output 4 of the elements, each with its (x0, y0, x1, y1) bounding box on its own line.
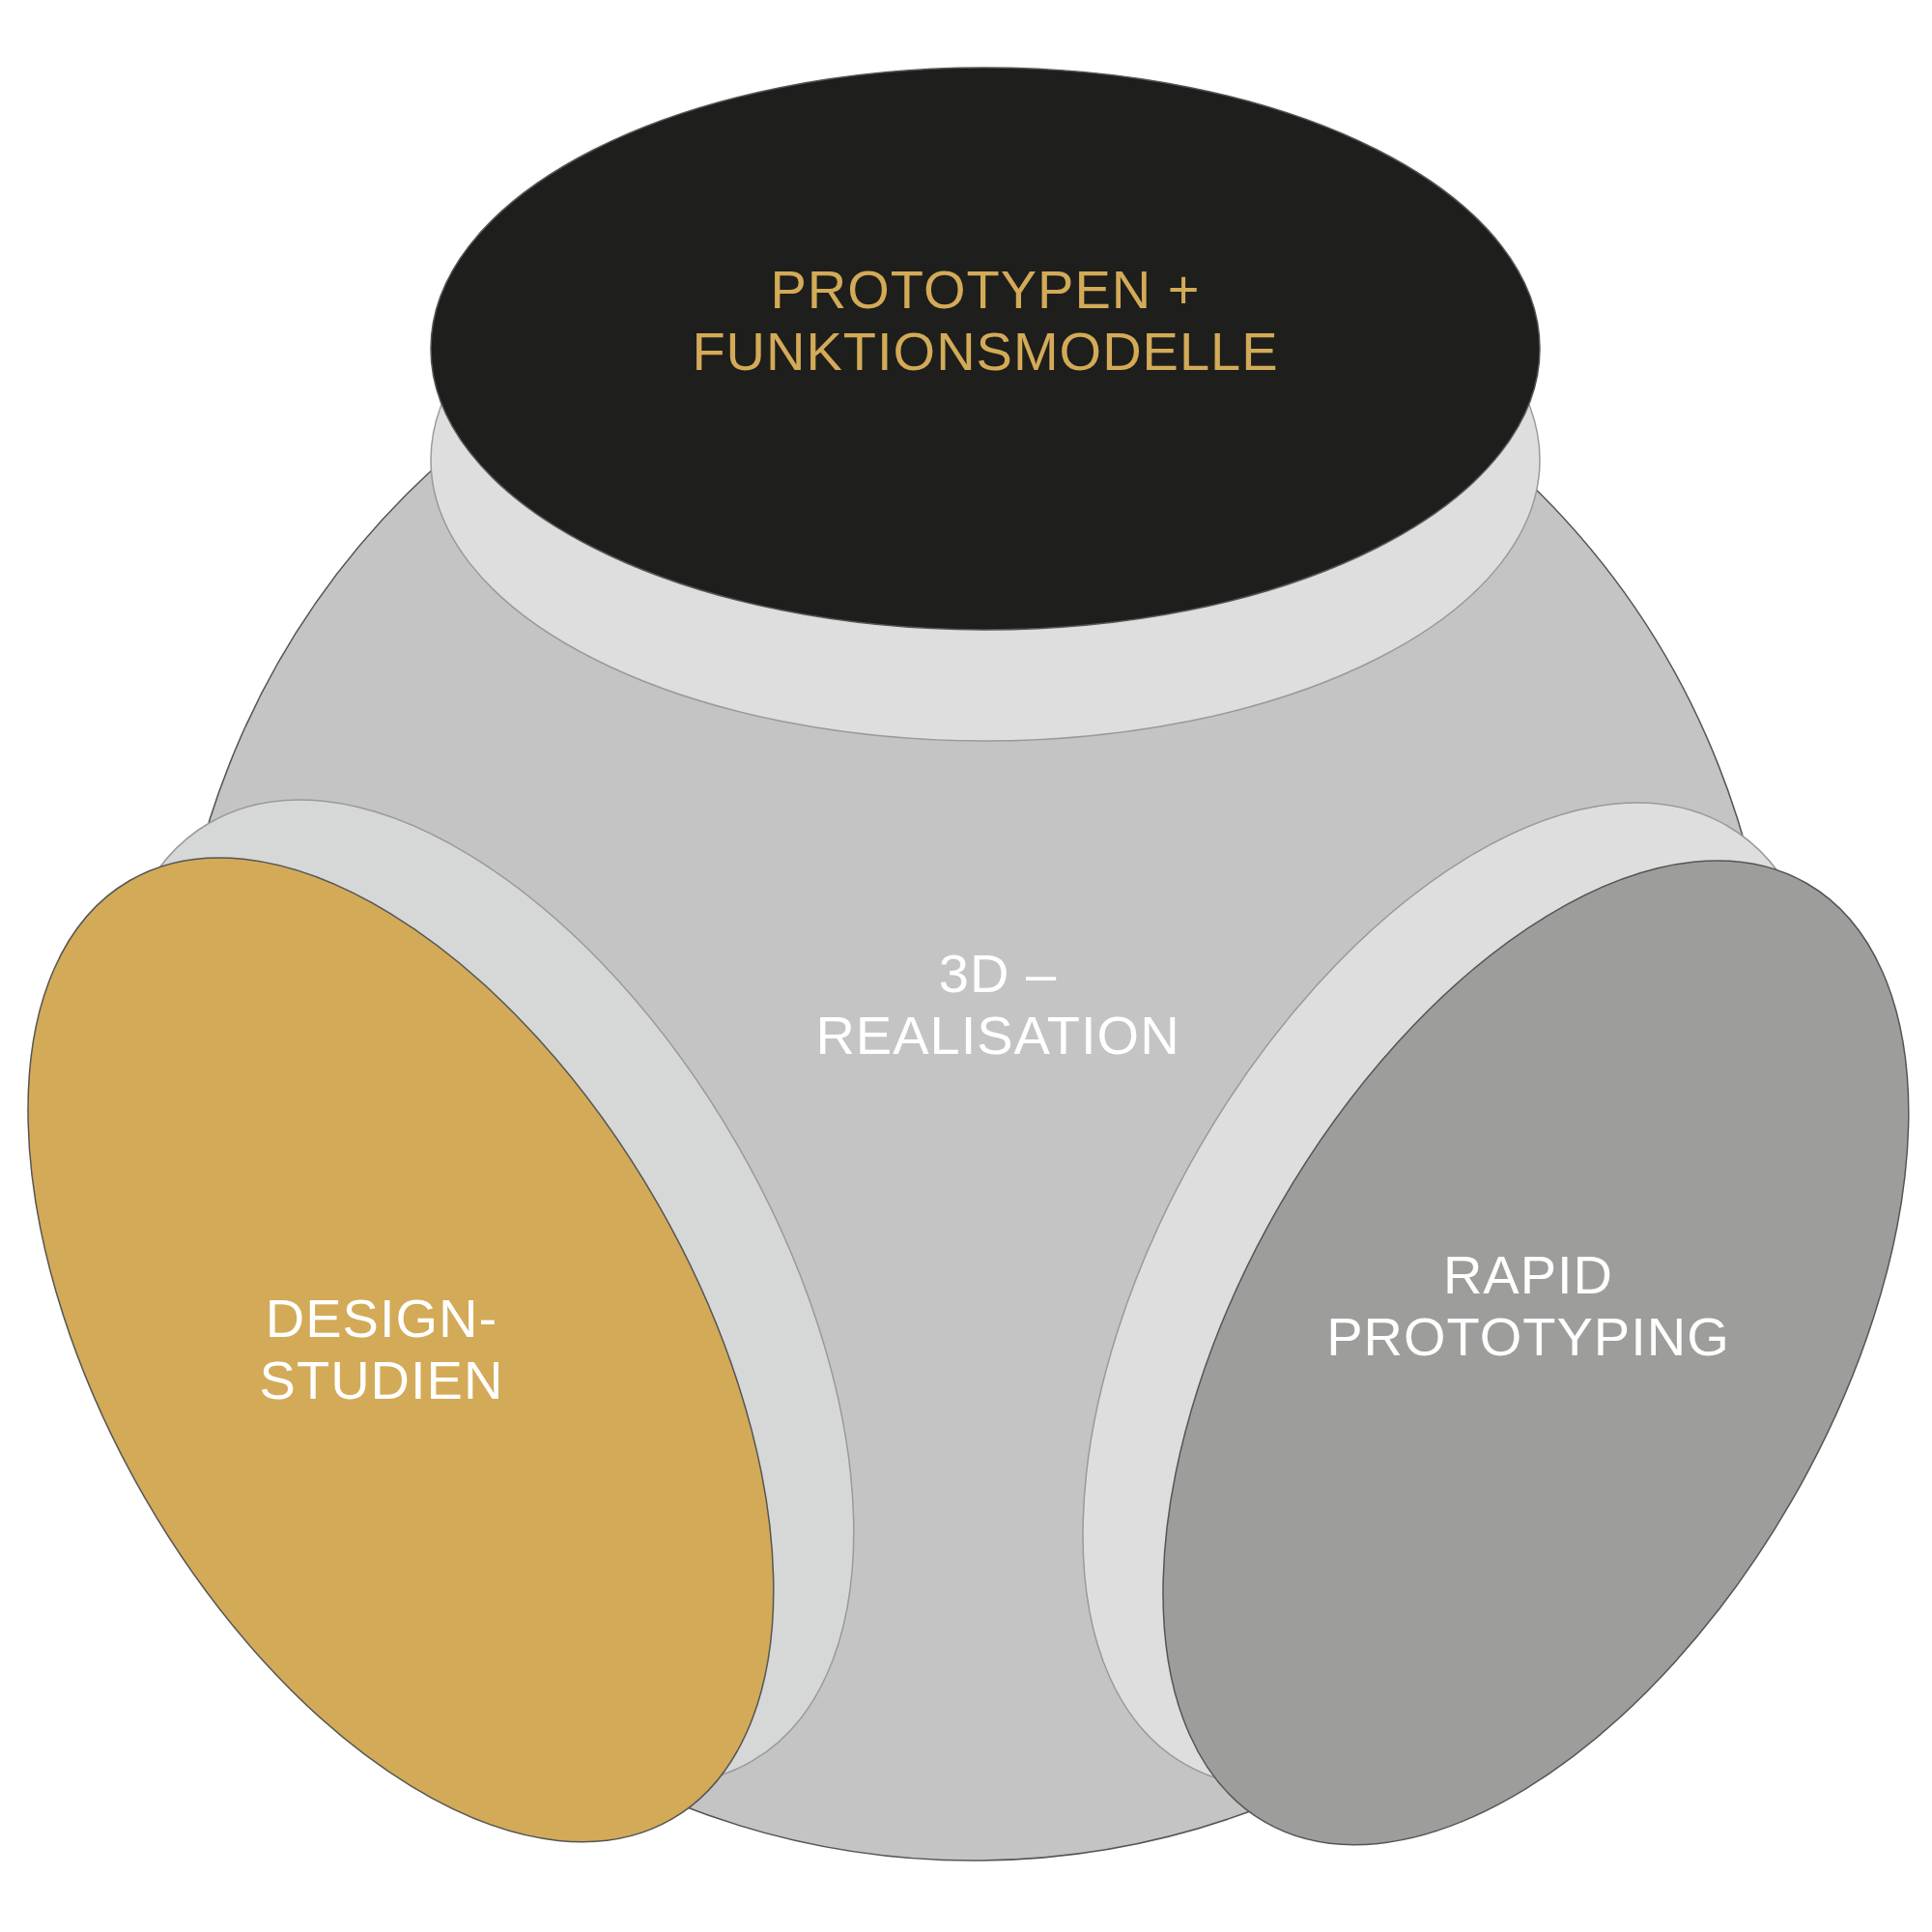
node-label: RAPID PROTOTYPING (1325, 1243, 1731, 1369)
node-label: PROTOTYPEN + FUNKTIONSMODELLE (691, 258, 1280, 384)
node-label: DESIGN-STUDIEN (258, 1287, 505, 1412)
node-label: 3D – REALISATION (814, 942, 1181, 1067)
